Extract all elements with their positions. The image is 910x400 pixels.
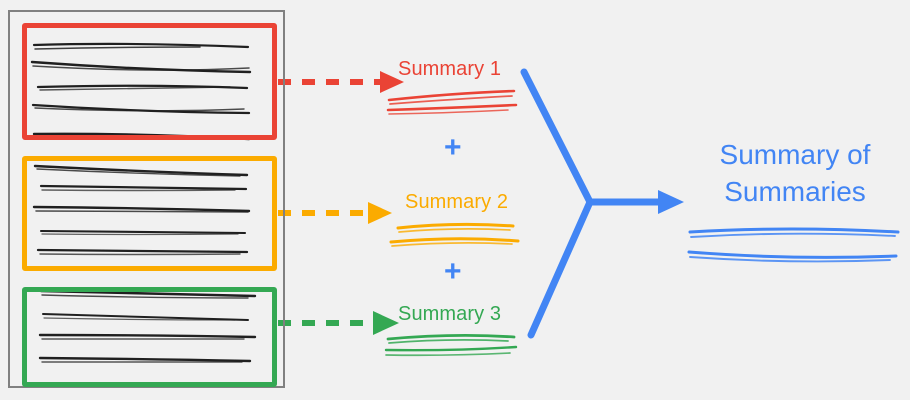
final-output-title-line-2: Summaries [724, 176, 866, 207]
plus-operator-1: + [444, 131, 462, 164]
summary-1-label: Summary 1 [398, 58, 502, 80]
plus-operator-2: + [444, 255, 462, 288]
document-chunk-3-green[interactable] [22, 287, 277, 387]
source-document-container [8, 10, 285, 388]
final-output-title-line-1: Summary of [719, 139, 871, 170]
summary-2-squiggle [389, 222, 520, 247]
final-output-title: Summary of Summaries [690, 136, 900, 210]
document-chunk-1-red[interactable] [22, 23, 277, 140]
merge-arrow-blue [520, 68, 684, 339]
summary-2-label: Summary 2 [405, 191, 509, 213]
summary-3-squiggle [384, 334, 518, 357]
final-output-squiggle [687, 227, 900, 263]
document-chunk-2-orange[interactable] [22, 156, 277, 271]
dashed-arrow-red [278, 71, 404, 93]
dashed-arrow-green [278, 311, 399, 335]
summary-3-label: Summary 3 [398, 303, 502, 325]
summary-1-squiggle [386, 89, 518, 115]
dashed-arrow-orange [278, 202, 392, 224]
